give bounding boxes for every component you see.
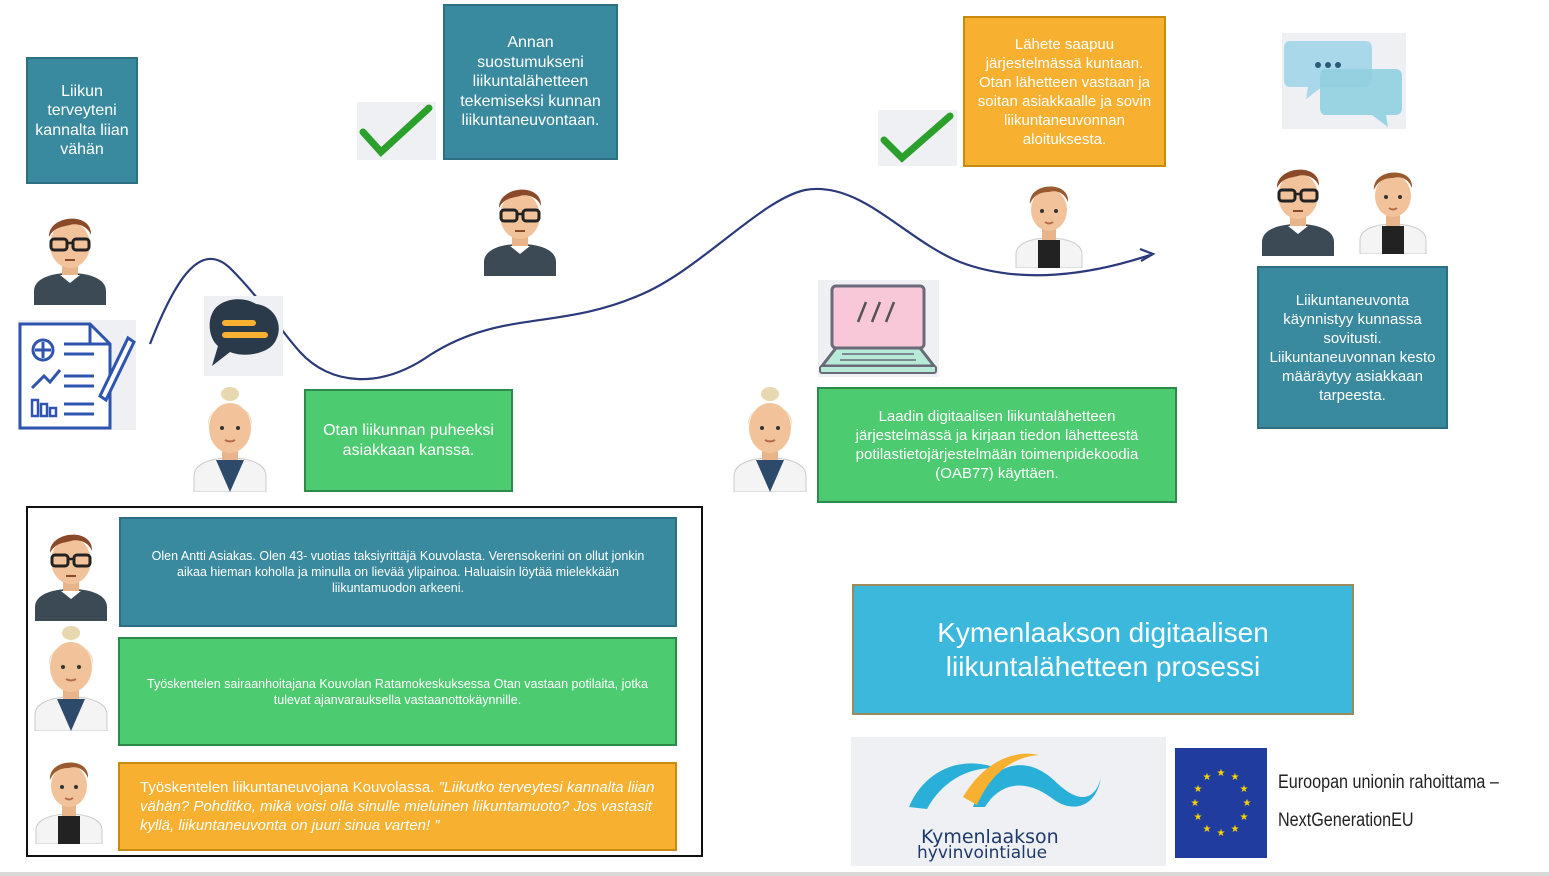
step-1-box: Liikun terveyteni kannalta liian vähän — [26, 57, 138, 184]
advisor-intro: Työskentelen liikuntaneuvojana Kouvolass… — [140, 779, 439, 796]
kymenlaakso-sub: hyvinvointialue — [917, 843, 1048, 863]
customer-persona-box: Olen Antti Asiakas. Olen 43- vuotias tak… — [119, 517, 677, 627]
check-icon — [880, 112, 954, 163]
nurse-persona-text: Työskentelen sairaanhoitajana Kouvolan R… — [147, 676, 648, 707]
nurse-avatar-2 — [733, 387, 807, 492]
document-icon — [18, 322, 136, 430]
svg-text:★: ★ — [1191, 798, 1200, 809]
eu-funding-text-1: Euroopan unionin rahoittama – — [1278, 772, 1499, 793]
advisor-persona-text: Työskentelen liikuntaneuvojana Kouvolass… — [140, 778, 655, 835]
panel-advisor-avatar — [35, 762, 103, 844]
customer-avatar-3 — [1262, 169, 1334, 256]
svg-text:★: ★ — [1240, 812, 1249, 823]
svg-text:★: ★ — [1243, 798, 1252, 809]
step-4-box: Laadin digitaalisen liikuntalähetteen jä… — [817, 387, 1177, 503]
svg-text:★: ★ — [1203, 772, 1212, 783]
laptop-tile — [818, 280, 939, 377]
speech-bubble-icon — [209, 299, 279, 366]
svg-text:★: ★ — [1231, 824, 1240, 835]
step-6-text: Liikuntaneuvonta käynnistyy kunnassa sov… — [1269, 291, 1436, 404]
kymenlaakso-logo: Kymenlaakson hyvinvointialue — [851, 737, 1166, 866]
step-5-box: Lähete saapuu järjestelmässä kuntaan. Ot… — [963, 16, 1166, 167]
svg-text:★: ★ — [1194, 812, 1203, 823]
check-tile-1 — [357, 102, 436, 160]
svg-text:★: ★ — [1231, 772, 1240, 783]
check-icon — [359, 104, 433, 157]
chat-bubbles-icon — [1284, 41, 1402, 127]
laptop-icon — [818, 284, 938, 374]
step-3-text: Otan liikunnan puheeksi asiakkaan kanssa… — [323, 422, 494, 459]
customer-avatar-2 — [484, 189, 556, 276]
bottom-divider — [0, 872, 1549, 876]
chat-tile — [1282, 33, 1406, 129]
wave-logo-icon — [909, 753, 1101, 809]
step-6-box: Liikuntaneuvonta käynnistyy kunnassa sov… — [1257, 266, 1448, 429]
nurse-persona-box: Työskentelen sairaanhoitajana Kouvolan R… — [118, 637, 677, 746]
step-4-text: Laadin digitaalisen liikuntalähetteen jä… — [855, 408, 1139, 482]
svg-text:★: ★ — [1217, 828, 1226, 839]
svg-text:★: ★ — [1217, 768, 1226, 779]
check-tile-2 — [878, 110, 957, 166]
speech-tile — [204, 296, 283, 376]
panel-nurse-avatar — [34, 626, 108, 731]
customer-avatar — [34, 218, 106, 305]
step-1-text: Liikun terveyteni kannalta liian vähän — [35, 82, 129, 159]
eu-flag-icon: ★★★ ★★★ ★★★ ★★★ — [1191, 768, 1252, 839]
advisor-avatar-2 — [1359, 172, 1427, 254]
title-box: Kymenlaakson digitaalisen liikuntalähett… — [852, 584, 1354, 715]
eu-funding-text-2: NextGenerationEU — [1278, 810, 1414, 831]
kymenlaakso-name: Kymenlaakson — [921, 826, 1059, 848]
svg-text:★: ★ — [1194, 784, 1203, 795]
panel-customer-avatar — [35, 534, 107, 621]
advisor-avatar — [1015, 186, 1083, 268]
document-tile — [18, 320, 136, 430]
advisor-quote: ”Liikutko terveytesi kannalta liian vähä… — [140, 779, 655, 834]
step-5-text: Lähete saapuu järjestelmässä kuntaan. Ot… — [977, 35, 1152, 148]
advisor-persona-box: Työskentelen liikuntaneuvojana Kouvolass… — [118, 762, 677, 851]
page-title: Kymenlaakson digitaalisen liikuntalähett… — [937, 616, 1269, 682]
nurse-avatar — [193, 387, 267, 492]
eu-flag: ★★★ ★★★ ★★★ ★★★ — [1175, 748, 1267, 858]
svg-text:★: ★ — [1203, 824, 1212, 835]
customer-persona-text: Olen Antti Asiakas. Olen 43- vuotias tak… — [151, 549, 645, 595]
step-3-box: Otan liikunnan puheeksi asiakkaan kanssa… — [304, 389, 513, 492]
svg-text:★: ★ — [1240, 784, 1249, 795]
step-2-box: Annan suostumukseni liikuntalähetteen te… — [443, 4, 618, 160]
step-2-text: Annan suostumukseni liikuntalähetteen te… — [460, 34, 601, 130]
